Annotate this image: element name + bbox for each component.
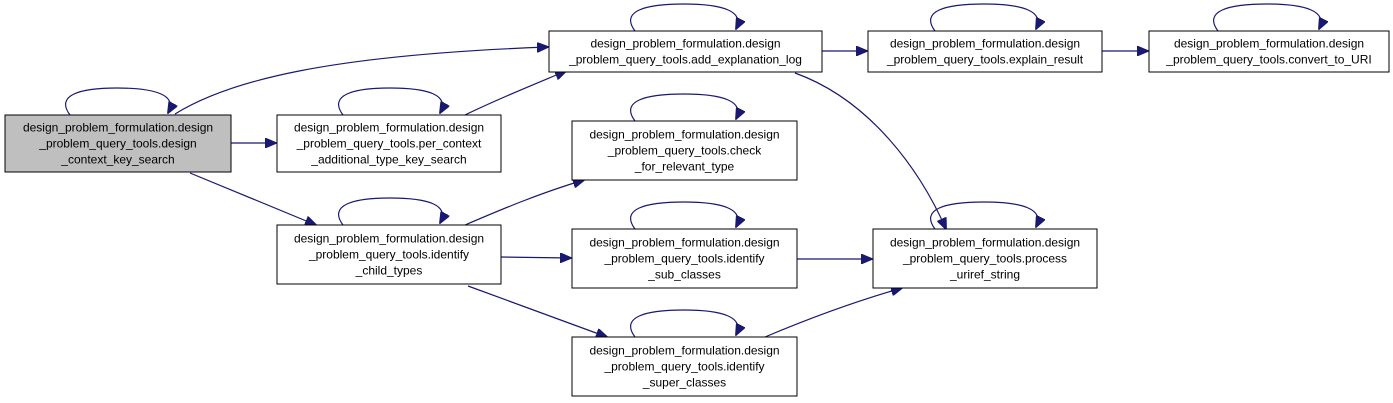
edge-explain-result-self [930, 3, 1038, 32]
node-identify-child-types[interactable]: design_problem_formulation.design _proble… [276, 224, 502, 285]
node-label-line: _sub_classes [647, 268, 721, 282]
edge-process-uriref-self [930, 201, 1038, 230]
node-label-line: design_problem_formulation.design [589, 344, 779, 358]
node-label-line: _problem_query_tools.identify [603, 360, 764, 374]
node-box [867, 30, 1103, 73]
node-design-context-key-search[interactable]: design_problem_formulation.design _proble… [4, 114, 232, 173]
edge-root-to-identify-child [189, 172, 316, 225]
node-label-line: _super_classes [642, 376, 726, 390]
node-identify-sub-classes[interactable]: design_problem_formulation.design _proble… [571, 228, 798, 289]
edge-identify-child-self [337, 197, 443, 226]
node-box [4, 114, 232, 173]
node-box [571, 120, 798, 181]
node-label-line: _child_types [355, 264, 423, 278]
edge-check-relevant-self [630, 93, 738, 122]
edge-add-explanation-self [630, 3, 738, 32]
edge-convert-uri-self [1213, 3, 1321, 32]
node-label-line: _problem_query_tools.explain_result [886, 53, 1084, 67]
edge-root-to-add-explanation [174, 47, 548, 115]
node-label-line: _problem_query_tools.process [902, 252, 1067, 266]
node-label-line: design_problem_formulation.design [1174, 37, 1364, 51]
node-label-line: _for_relevant_type [634, 160, 735, 174]
node-label-line: _problem_query_tools.identify [603, 252, 764, 266]
node-label-line: _problem_query_tools.add_explanation_log [568, 53, 802, 67]
edge-identify-child-to-check-relevant [464, 180, 584, 226]
node-add-explanation-log[interactable]: design_problem_formulation.design _proble… [548, 30, 823, 73]
node-box [548, 30, 823, 73]
node-label-line: design_problem_formulation.design [294, 232, 484, 246]
node-label-line: _context_key_search [60, 153, 174, 167]
node-box [872, 228, 1098, 289]
node-box [1148, 30, 1390, 73]
node-box [276, 114, 502, 173]
node-box [571, 336, 798, 397]
node-per-context-additional-type-key-search[interactable]: design_problem_formulation.design _proble… [276, 114, 502, 173]
node-label-line: design_problem_formulation.design [589, 236, 779, 250]
node-label-line: _problem_query_tools.identify [308, 248, 469, 262]
node-box [571, 228, 798, 289]
edge-identify-child-to-identify-super [467, 285, 607, 337]
node-label-line: _problem_query_tools.check [607, 144, 762, 158]
edge-add-explanation-to-process-uriref [794, 72, 946, 229]
edge-identify-super-self [630, 309, 738, 338]
node-explain-result[interactable]: design_problem_formulation.design _proble… [867, 30, 1103, 73]
node-label-line: design_problem_formulation.design [590, 37, 780, 51]
node-label-line: _uriref_string [949, 268, 1020, 282]
node-convert-to-uri[interactable]: design_problem_formulation.design _proble… [1148, 30, 1390, 73]
edge-root-self [64, 87, 171, 116]
edge-identify-sub-self [630, 201, 738, 230]
node-label-line: design_problem_formulation.design [890, 236, 1080, 250]
node-label-line: design_problem_formulation.design [23, 121, 213, 135]
node-label-line: design_problem_formulation.design [890, 37, 1080, 51]
nodes: design_problem_formulation.design _proble… [4, 30, 1390, 397]
edge-identify-child-to-identify-sub [500, 257, 571, 258]
node-label-line: _problem_query_tools.design [38, 137, 196, 151]
node-label-line: _problem_query_tools.per_context [296, 137, 482, 151]
node-identify-super-classes[interactable]: design_problem_formulation.design _proble… [571, 336, 798, 397]
edge-per-context-self [337, 87, 443, 116]
node-label-line: design_problem_formulation.design [589, 128, 779, 142]
node-box [276, 224, 502, 285]
node-label-line: _additional_type_key_search [310, 153, 466, 167]
node-label-line: design_problem_formulation.design [294, 121, 484, 135]
edges [64, 3, 1321, 338]
node-check-for-relevant-type[interactable]: design_problem_formulation.design _proble… [571, 120, 798, 181]
edge-per-context-to-add-explanation [464, 71, 566, 116]
edge-identify-super-to-process-uriref [764, 288, 902, 338]
node-label-line: _problem_query_tools.convert_to_URI [1165, 53, 1371, 67]
node-process-uriref-string[interactable]: design_problem_formulation.design _proble… [872, 228, 1098, 289]
